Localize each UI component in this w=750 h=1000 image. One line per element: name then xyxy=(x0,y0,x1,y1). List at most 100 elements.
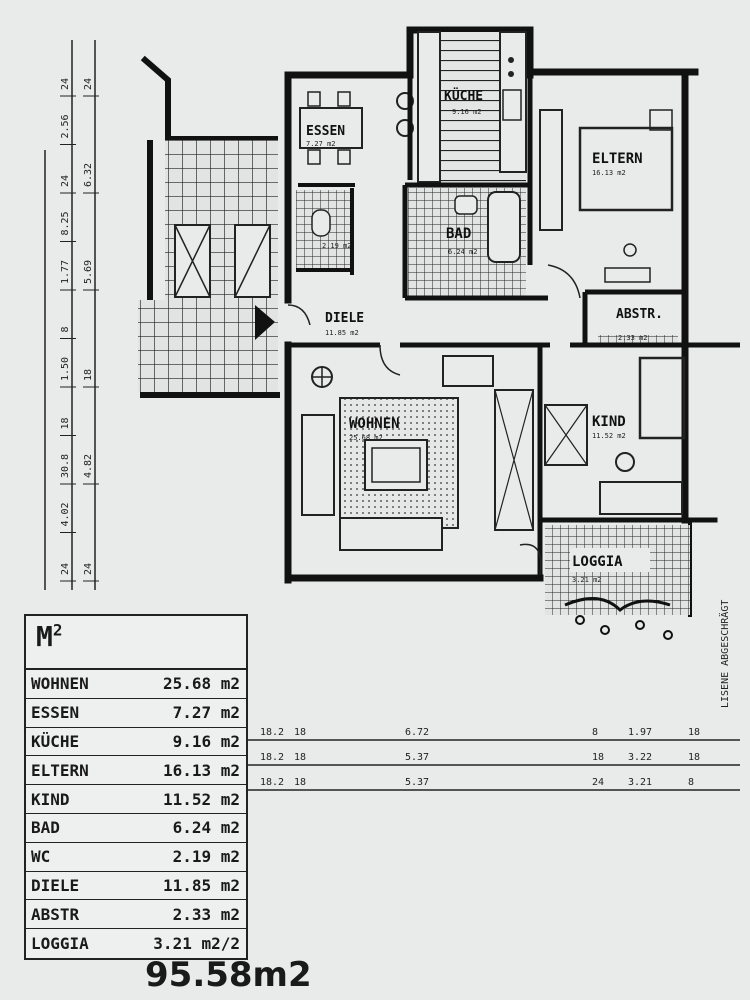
dimension-label: 24 xyxy=(60,175,71,187)
room-area-essen: 7.27 m2 xyxy=(306,140,336,148)
dimension-row-label: 18.2 xyxy=(260,727,284,738)
area-row-value: 2.33 m2 xyxy=(172,904,240,924)
area-row-name: ABSTR xyxy=(31,904,80,924)
area-row-value: 6.24 m2 xyxy=(172,818,240,838)
room-area-diele: 11.85 m2 xyxy=(325,329,359,337)
room-label-diele: DIELE xyxy=(325,311,364,326)
area-row-name: KÜCHE xyxy=(31,731,80,751)
dimension-label: 24 xyxy=(83,78,94,90)
area-table-header: M2 xyxy=(26,616,246,670)
area-row-value: 2.19 m2 xyxy=(172,847,240,867)
area-row-value: 11.52 m2 xyxy=(162,789,240,809)
area-row-name: ELTERN xyxy=(31,760,89,780)
living-room xyxy=(301,345,543,576)
hallway xyxy=(287,304,740,376)
area-table-row: KIND 11.52 m2 xyxy=(26,785,246,814)
area-row-name: WC xyxy=(31,847,51,867)
outer-walls xyxy=(140,26,718,617)
dimension-label: 4.02 xyxy=(60,502,71,526)
wc-room xyxy=(296,188,354,275)
dimension-row-label: 5.37 xyxy=(405,777,429,788)
room-area-wohnen: 25.68 m2 xyxy=(349,434,383,442)
dining-area xyxy=(298,91,363,187)
dimension-label: 8.25 xyxy=(60,211,71,235)
area-row-name: ESSEN xyxy=(31,703,80,723)
dimension-label: 18 xyxy=(83,369,94,381)
dimension-row-label: 18 xyxy=(592,752,604,763)
dimension-label: 24 xyxy=(83,563,94,575)
room-label-bad: BAD xyxy=(446,226,471,242)
room-area-bad: 6.24 m2 xyxy=(448,248,478,256)
area-table-row: BAD 6.24 m2 xyxy=(26,814,246,843)
dimension-row-label: 18 xyxy=(688,752,700,763)
kitchen xyxy=(396,31,533,265)
dimension-row-label: 18 xyxy=(688,727,700,738)
total-area: 95.58m2 xyxy=(145,955,312,995)
room-area-kueche: 9.16 m2 xyxy=(452,108,482,116)
dimension-label: 2.56 xyxy=(60,114,71,138)
dimension-row-label: 18 xyxy=(294,752,306,763)
area-table-row: ABSTR 2.33 m2 xyxy=(26,900,246,930)
area-table-row: ESSEN 7.27 m2 xyxy=(26,699,246,728)
side-annotation: LISENE ABGESCHRÄGT xyxy=(718,600,731,708)
dimension-label: 24 xyxy=(60,78,71,90)
storage-room xyxy=(582,289,685,345)
area-table-row: ELTERN 16.13 m2 xyxy=(26,756,246,786)
area-table-header-sup: 2 xyxy=(52,620,63,640)
dimension-row-label: 18 xyxy=(294,727,306,738)
room-label-eltern: ELTERN xyxy=(592,151,643,167)
dimension-row-label: 18 xyxy=(294,777,306,788)
room-label-essen: ESSEN xyxy=(306,124,345,139)
area-row-value: 9.16 m2 xyxy=(172,731,240,751)
area-row-name: KIND xyxy=(31,789,70,809)
left-dimension-lines xyxy=(44,40,96,590)
loggia xyxy=(545,525,690,640)
dimension-row-labels: 18.2 18 6.72 8 1.97 18 18.2 18 5.37 18 3.22 18 18.2 1… xyxy=(260,727,700,788)
room-area-kind: 11.52 m2 xyxy=(592,432,626,440)
master-bedroom xyxy=(539,109,674,299)
area-row-value: 16.13 m2 xyxy=(162,760,240,780)
room-area-wc: 2.19 m2 xyxy=(322,242,352,250)
dimension-row-label: 8 xyxy=(592,727,598,738)
area-row-name: WOHNEN xyxy=(31,674,89,694)
dimension-row-label: 6.72 xyxy=(405,727,429,738)
room-area-abstr: 2.33 m2 xyxy=(618,334,648,342)
area-row-name: LOGGIA xyxy=(31,934,89,954)
staircase xyxy=(138,136,280,398)
dimension-rows xyxy=(245,739,740,791)
dimension-label: 8 xyxy=(60,326,71,332)
dimension-row-label: 1.97 xyxy=(628,727,652,738)
stair-arrow-icon xyxy=(255,305,275,340)
room-area-eltern: 16.13 m2 xyxy=(592,169,626,177)
dimension-label: 6.32 xyxy=(83,163,94,187)
area-row-name: DIELE xyxy=(31,875,80,895)
room-label-loggia: LOGGIA xyxy=(572,554,623,570)
dimension-row-label: 3.22 xyxy=(628,752,652,763)
dimension-label: 4.82 xyxy=(83,454,94,478)
dimension-label: 1.50 xyxy=(60,357,71,381)
dimension-row-label: 8 xyxy=(688,777,694,788)
area-row-value: 3.21 m2/2 xyxy=(153,934,240,954)
room-label-kind: KIND xyxy=(592,414,626,430)
dimension-row-label: 5.37 xyxy=(405,752,429,763)
bathroom xyxy=(402,182,548,301)
area-table-row: WC 2.19 m2 xyxy=(26,843,246,872)
room-label-wohnen: WOHNEN xyxy=(349,416,400,432)
dimension-label: 1.77 xyxy=(60,260,71,284)
dimension-row-label: 18.2 xyxy=(260,752,284,763)
area-row-value: 7.27 m2 xyxy=(172,703,240,723)
room-label-kueche: KÜCHE xyxy=(444,88,483,104)
dimension-row-label: 24 xyxy=(592,777,604,788)
area-row-name: BAD xyxy=(31,818,60,838)
area-table-row: KÜCHE 9.16 m2 xyxy=(26,728,246,757)
dimension-row-label: 18.2 xyxy=(260,777,284,788)
dimension-label: 30.8 xyxy=(60,454,71,478)
child-room xyxy=(544,356,686,515)
dimension-row-label: 3.21 xyxy=(628,777,652,788)
